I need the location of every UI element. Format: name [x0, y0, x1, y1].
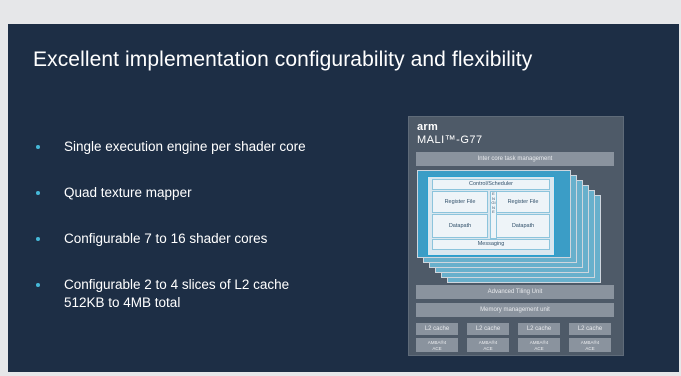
- bullet-item: Quad texture mapper: [36, 184, 192, 202]
- arm-logo: arm: [417, 121, 439, 133]
- l2-cache-slice: L2 cache: [416, 323, 458, 335]
- bullet-text: Configurable 2 to 4 slices of L2 cache 5…: [64, 277, 290, 310]
- bullet-item: Configurable 7 to 16 shader cores: [36, 230, 267, 248]
- amba-ace-interface: AMBA®4 ACE: [518, 338, 560, 352]
- register-file-right: Register File: [496, 191, 550, 213]
- l2-cache-slice: L2 cache: [569, 323, 611, 335]
- bullet-dot-icon: [36, 145, 40, 149]
- gpu-product-name: MALI™-G77: [417, 134, 483, 146]
- bullet-item: Configurable 2 to 4 slices of L2 cache 5…: [36, 276, 289, 312]
- amba-ace-interface: AMBA®4 ACE: [416, 338, 458, 352]
- messaging: Messaging: [432, 239, 550, 250]
- shader-core: Control/Scheduler Register File Register…: [427, 176, 555, 256]
- bullet-dot-icon: [36, 191, 40, 195]
- bullet-dot-icon: [36, 283, 40, 287]
- memory-management-unit: Memory management unit: [416, 303, 614, 317]
- slide-title: Excellent implementation configurability…: [33, 48, 533, 71]
- bullet-item: Single execution engine per shader core: [36, 138, 306, 156]
- amba-ace-interface: AMBA®4 ACE: [569, 338, 611, 352]
- advanced-tiling-unit: Advanced Tiling Unit: [416, 285, 614, 299]
- l2-cache-slice: L2 cache: [518, 323, 560, 335]
- control-scheduler: Control/Scheduler: [432, 179, 550, 190]
- presentation-slide: Excellent implementation configurability…: [8, 24, 679, 372]
- bullet-text: Single execution engine per shader core: [64, 139, 306, 154]
- bullet-text: Quad texture mapper: [64, 185, 192, 200]
- register-file-left: Register File: [432, 191, 488, 213]
- mali-g77-diagram: arm MALI™-G77 Inter core task management…: [408, 116, 624, 356]
- engine-vertical-label: ENGINE: [490, 191, 497, 239]
- datapath-right: Datapath: [496, 214, 550, 238]
- inter-core-task-bar: Inter core task management: [416, 152, 614, 166]
- datapath-left: Datapath: [432, 214, 488, 238]
- l2-cache-slice: L2 cache: [467, 323, 509, 335]
- bullet-text: Configurable 7 to 16 shader cores: [64, 231, 268, 246]
- bullet-dot-icon: [36, 237, 40, 241]
- amba-ace-interface: AMBA®4 ACE: [467, 338, 509, 352]
